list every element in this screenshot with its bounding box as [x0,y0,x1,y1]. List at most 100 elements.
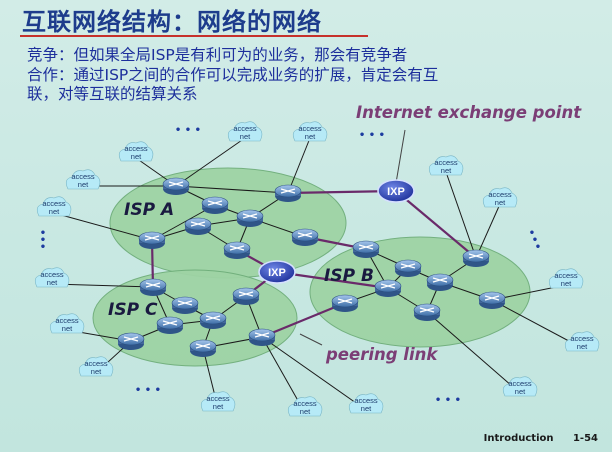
router-icon [162,177,190,195]
router-icon [236,209,264,227]
router-icon [352,240,380,258]
access-net-label: net [300,407,311,416]
ellipsis-dots: • • • [359,130,385,141]
router-icon [248,328,276,346]
peering-link-line [276,270,389,290]
vertical-ellipsis-dots: • [535,242,541,253]
ixp-label: IXP [387,186,405,198]
access-net-label: net [213,402,224,411]
annotation-internet-exchange-point: Internet exchange point [356,103,582,122]
access-link [53,212,153,241]
access-link [261,336,367,411]
access-link [491,299,583,349]
vertical-ellipsis-dots: • [40,235,46,246]
access-link [445,171,477,259]
peering-link-pointer [299,333,323,346]
router-icon [291,228,319,246]
router-icon [139,278,167,296]
router-icon [232,287,260,305]
access-net-label: net [305,132,316,141]
router-icon [462,249,490,267]
access-net-label: net [62,324,73,333]
access-net-label: access [488,190,512,199]
router-icon [138,231,166,249]
router-icon [171,296,199,314]
footer-section: Introduction [483,433,554,444]
body-line-competition: 竞争：但如果全局ISP是有利可为的业务，那会有竞争者 [27,46,408,64]
router-icon [199,311,227,329]
isp-b-label: ISP B [324,266,374,286]
access-net-label: access [293,399,317,408]
access-net-label: net [47,278,58,287]
ixp-label: IXP [268,267,286,279]
router-icon [331,294,359,312]
title-underline [20,35,368,37]
access-net-label: net [561,279,572,288]
router-icon [394,259,422,277]
access-link [426,311,521,394]
access-net-label: access [40,270,64,279]
access-net-label: access [206,394,230,403]
router-icon [478,291,506,309]
access-net-label: access [434,158,458,167]
ellipsis-dots: • • • [175,125,201,136]
peering-link-line [261,301,346,339]
access-link [475,203,501,259]
peering-link-line [395,190,477,259]
access-net-label: net [91,367,102,376]
body-line-peering: 联，对等互联的结算关系 [27,85,198,103]
access-net-label: access [554,271,578,280]
access-net-label: net [240,132,251,141]
isp-b-cloud [309,236,531,348]
access-net-label: access [42,199,66,208]
router-icon [184,217,212,235]
router-icon [274,184,302,202]
access-net-label: net [49,207,60,216]
router-icon [189,339,217,357]
vertical-ellipsis-dots: • [40,228,46,239]
slide-title: 互联网络结构：网络的网络 [22,7,322,36]
router-icon [117,332,145,350]
access-link [51,283,154,288]
access-net-label: access [508,379,532,388]
body-line-cooperation: 合作：通过ISP之间的合作可以完成业务的扩展，肯定会有互 [27,66,439,84]
ixp-node-top: IXP [377,179,415,203]
access-net-label: access [84,359,108,368]
access-net-label: net [577,342,588,351]
isp-a-cloud [109,167,347,279]
access-net-label: net [515,387,526,396]
router-icon [201,196,229,214]
footer-page-number: 1-54 [572,433,598,444]
access-net-label: access [354,396,378,405]
router-icon [223,241,251,259]
router-icon [374,279,402,297]
vertical-ellipsis-dots: • [532,235,538,246]
access-net-label: net [495,198,506,207]
slide-footer: Introduction 1-54 [468,433,598,444]
isp-internal-link [175,185,289,194]
access-net-label: access [55,316,79,325]
access-net-label: access [124,144,148,153]
isp-a-label: ISP A [124,200,175,220]
router-icon [413,303,441,321]
access-net-label: access [570,334,594,343]
vertical-ellipsis-dots: • [40,242,46,253]
ellipsis-dots: • • • [435,395,461,406]
access-link [287,137,311,194]
ixp-node-middle: IXP [258,260,296,284]
